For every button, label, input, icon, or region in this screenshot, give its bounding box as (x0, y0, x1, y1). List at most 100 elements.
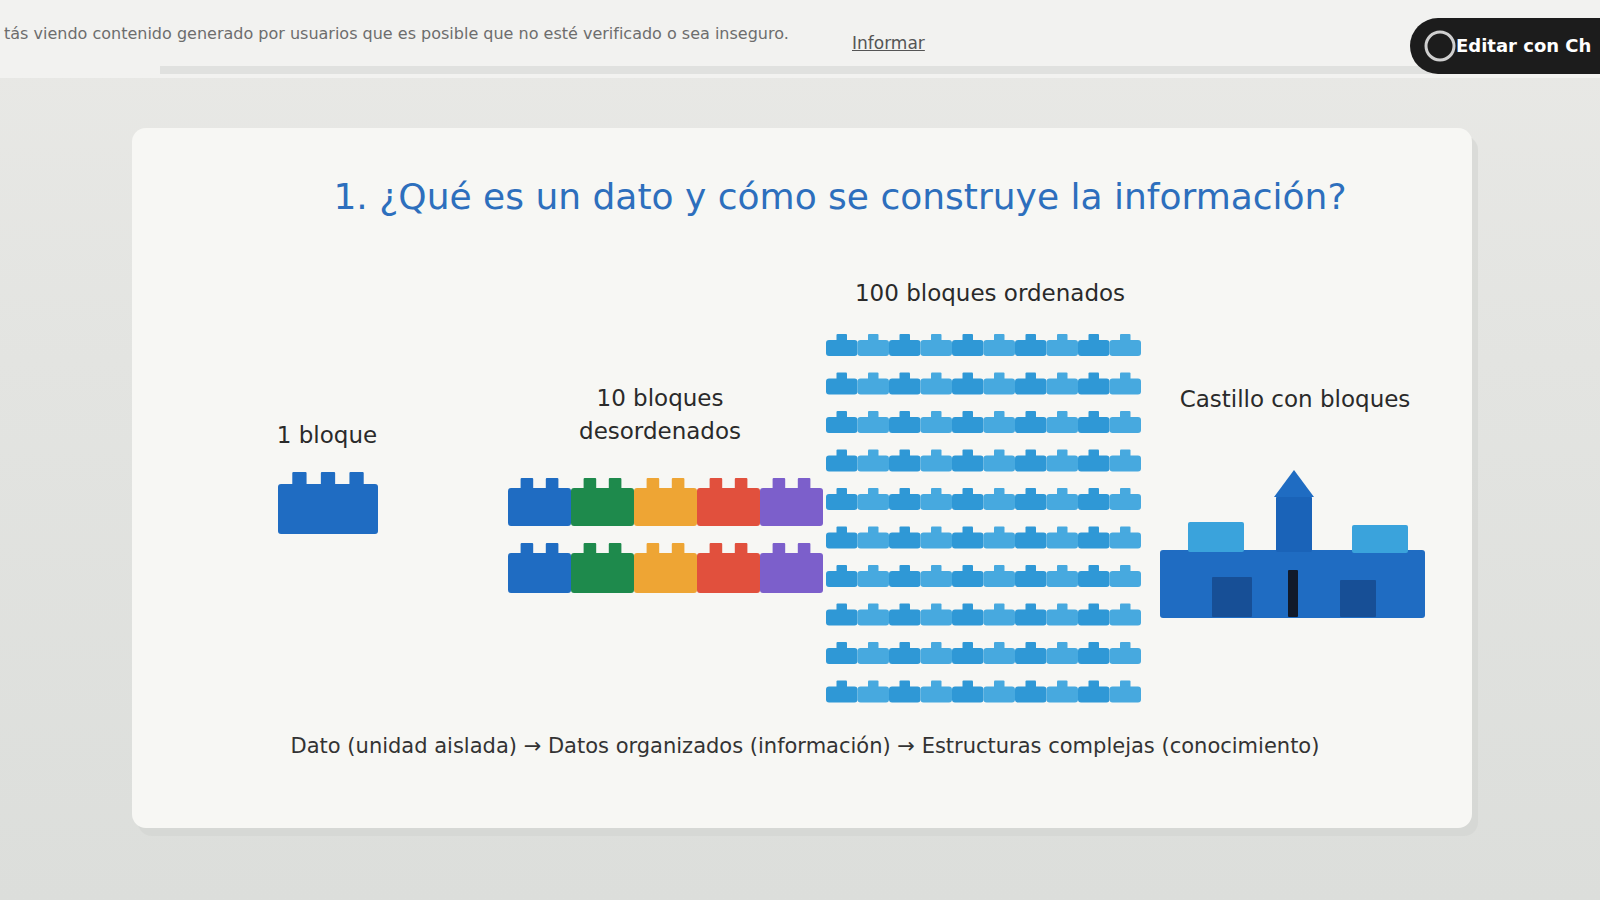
slide-label: 1 bloque (262, 422, 392, 448)
block-brick (1047, 456, 1079, 472)
slide-label: Castillo con bloques (1160, 386, 1430, 412)
block-brick (1110, 379, 1142, 395)
block-brick (1015, 494, 1047, 510)
block-brick (1047, 648, 1079, 664)
block-brick (858, 379, 890, 395)
content-card (132, 128, 1472, 828)
block-brick (921, 648, 953, 664)
block-brick (952, 648, 984, 664)
block-brick (1015, 648, 1047, 664)
block-brick (952, 571, 984, 587)
block-brick (826, 456, 858, 472)
block-brick (921, 571, 953, 587)
block-brick (1078, 340, 1110, 356)
button-text: Editar con Ch (1456, 18, 1591, 74)
block-brick (889, 648, 921, 664)
block-brick (921, 379, 953, 395)
block-brick (858, 340, 890, 356)
block-brick (697, 553, 760, 593)
block-brick (984, 687, 1016, 703)
block-brick (1047, 687, 1079, 703)
block-brick (984, 456, 1016, 472)
block-brick (1078, 648, 1110, 664)
block-brick (1047, 494, 1079, 510)
block-brick (921, 610, 953, 626)
editor-icon (1426, 32, 1454, 60)
block-brick (858, 417, 890, 433)
block-brick (921, 494, 953, 510)
block-brick (571, 488, 634, 526)
block-brick (984, 571, 1016, 587)
slide-label: Informar (852, 33, 925, 53)
slide-label: 100 bloques ordenados (820, 280, 1160, 306)
block-brick (889, 456, 921, 472)
block-stud (292, 472, 306, 486)
block-brick (1047, 571, 1079, 587)
castle-tower (1276, 496, 1312, 552)
block-brick (508, 553, 571, 593)
block-brick (984, 417, 1016, 433)
block-brick (826, 610, 858, 626)
block-brick (826, 417, 858, 433)
block-brick (1015, 687, 1047, 703)
block-brick (1110, 610, 1142, 626)
block-brick (921, 456, 953, 472)
block-brick (889, 571, 921, 587)
block-brick (984, 610, 1016, 626)
block-brick (858, 494, 890, 510)
top-bar (0, 0, 1600, 78)
castle-window (1340, 580, 1376, 617)
block-brick (1110, 340, 1142, 356)
block-brick (826, 571, 858, 587)
block-brick (858, 610, 890, 626)
block-brick (1015, 610, 1047, 626)
slide-title: 1. ¿Qué es un dato y cómo se construye l… (300, 176, 1380, 217)
block-brick (1078, 379, 1110, 395)
slide-label: tás viendo contenido generado por usuari… (4, 24, 789, 43)
slide-caption: Dato (unidad aislada) → Datos organizado… (240, 734, 1370, 758)
block-brick (952, 533, 984, 549)
block-brick (952, 379, 984, 395)
block-brick (278, 484, 378, 534)
block-brick (889, 494, 921, 510)
castle-window (1212, 577, 1252, 617)
block-brick (889, 610, 921, 626)
block-brick (571, 553, 634, 593)
block-brick (634, 553, 697, 593)
block-brick (826, 494, 858, 510)
block-brick (1110, 494, 1142, 510)
block-brick (1110, 687, 1142, 703)
block-brick (1015, 417, 1047, 433)
block-brick (952, 687, 984, 703)
block-brick (921, 533, 953, 549)
block-brick (952, 494, 984, 510)
editor-icon (1420, 18, 1460, 74)
block-brick (858, 648, 890, 664)
block-brick (952, 456, 984, 472)
block-brick (1110, 456, 1142, 472)
block-brick (921, 340, 953, 356)
block-brick (1047, 417, 1079, 433)
block-brick (984, 379, 1016, 395)
editor-button: Editar con Ch (1410, 18, 1600, 74)
block-stud (349, 472, 363, 486)
block-brick (826, 648, 858, 664)
block-brick (760, 553, 823, 593)
block-brick (984, 533, 1016, 549)
castle-base (1160, 550, 1425, 618)
block-brick (1015, 571, 1047, 587)
block-brick (1078, 610, 1110, 626)
block-brick (634, 488, 697, 526)
bar-shadow (160, 66, 1450, 74)
block-brick (1047, 533, 1079, 549)
block-brick (1110, 571, 1142, 587)
block-stud (321, 472, 335, 486)
block-brick (984, 494, 1016, 510)
block-brick (889, 417, 921, 433)
block-brick (858, 533, 890, 549)
block-brick (826, 533, 858, 549)
block-brick (952, 340, 984, 356)
block-brick (858, 456, 890, 472)
block-brick (1110, 533, 1142, 549)
